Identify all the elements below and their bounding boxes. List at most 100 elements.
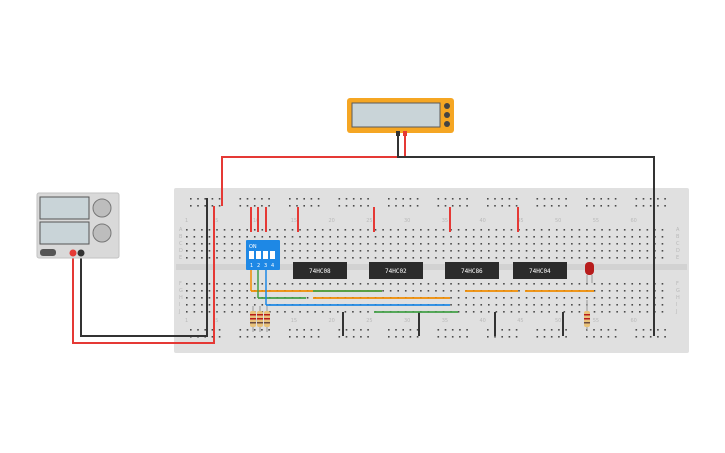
breadboard-hole[interactable] bbox=[388, 205, 390, 207]
breadboard-hole[interactable] bbox=[246, 329, 249, 331]
breadboard-hole[interactable] bbox=[593, 229, 596, 231]
breadboard-hole[interactable] bbox=[601, 257, 603, 259]
breadboard-hole[interactable] bbox=[435, 257, 437, 259]
breadboard-hole[interactable] bbox=[442, 257, 445, 259]
breadboard-hole[interactable] bbox=[435, 243, 437, 245]
breadboard-hole[interactable] bbox=[472, 250, 475, 252]
breadboard-hole[interactable] bbox=[503, 236, 505, 238]
breadboard-hole[interactable] bbox=[571, 229, 573, 231]
breadboard-hole[interactable] bbox=[450, 297, 452, 299]
breadboard-hole[interactable] bbox=[558, 329, 560, 331]
breadboard-hole[interactable] bbox=[412, 257, 415, 259]
breadboard-hole[interactable] bbox=[416, 205, 419, 207]
breadboard-hole[interactable] bbox=[216, 236, 218, 238]
breadboard-hole[interactable] bbox=[480, 311, 483, 313]
breadboard-hole[interactable] bbox=[565, 329, 567, 331]
breadboard-hole[interactable] bbox=[623, 290, 626, 292]
meter-red-wire[interactable] bbox=[221, 134, 406, 206]
breadboard-hole[interactable] bbox=[465, 304, 467, 306]
breadboard-hole[interactable] bbox=[193, 311, 196, 313]
breadboard-hole[interactable] bbox=[614, 336, 617, 338]
breadboard-hole[interactable] bbox=[442, 290, 445, 292]
breadboard-hole[interactable] bbox=[238, 243, 241, 245]
breadboard-hole[interactable] bbox=[367, 198, 369, 200]
breadboard-hole[interactable] bbox=[563, 304, 566, 306]
breadboard-hole[interactable] bbox=[515, 205, 518, 207]
breadboard-hole[interactable] bbox=[317, 205, 320, 207]
breadboard-hole[interactable] bbox=[510, 304, 513, 306]
breadboard-hole[interactable] bbox=[608, 236, 611, 238]
breadboard-hole[interactable] bbox=[367, 243, 369, 245]
breadboard-hole[interactable] bbox=[269, 311, 271, 313]
breadboard-hole[interactable] bbox=[631, 250, 634, 252]
breadboard-hole[interactable] bbox=[488, 250, 490, 252]
breadboard-hole[interactable] bbox=[374, 283, 377, 285]
breadboard-hole[interactable] bbox=[548, 311, 550, 313]
breadboard-hole[interactable] bbox=[487, 336, 489, 338]
breadboard-hole[interactable] bbox=[427, 250, 430, 252]
breadboard-hole[interactable] bbox=[193, 229, 196, 231]
breadboard-hole[interactable] bbox=[472, 229, 475, 231]
breadboard-hole[interactable] bbox=[450, 283, 452, 285]
breadboard-hole[interactable] bbox=[389, 290, 392, 292]
breadboard-hole[interactable] bbox=[291, 243, 294, 245]
breadboard-hole[interactable] bbox=[345, 205, 348, 207]
breadboard-hole[interactable] bbox=[329, 257, 332, 259]
breadboard-hole[interactable] bbox=[548, 257, 550, 259]
resistors[interactable] bbox=[250, 300, 590, 332]
breadboard-hole[interactable] bbox=[427, 243, 430, 245]
breadboard-hole[interactable] bbox=[646, 283, 649, 285]
meter-black-wire[interactable] bbox=[397, 134, 655, 336]
breadboard-hole[interactable] bbox=[563, 283, 566, 285]
breadboard-hole[interactable] bbox=[639, 250, 641, 252]
breadboard-hole[interactable] bbox=[495, 311, 498, 313]
breadboard-hole[interactable] bbox=[451, 336, 454, 338]
breadboard-hole[interactable] bbox=[397, 236, 399, 238]
breadboard-hole[interactable] bbox=[420, 243, 422, 245]
breadboard-hole[interactable] bbox=[571, 243, 573, 245]
breadboard-hole[interactable] bbox=[296, 198, 298, 200]
breadboard-hole[interactable] bbox=[563, 236, 566, 238]
breadboard-hole[interactable] bbox=[457, 290, 460, 292]
breadboard-hole[interactable] bbox=[442, 236, 445, 238]
breadboard-hole[interactable] bbox=[593, 257, 596, 259]
breadboard-hole[interactable] bbox=[404, 283, 407, 285]
breadboard-hole[interactable] bbox=[631, 311, 634, 313]
breadboard-hole[interactable] bbox=[631, 304, 634, 306]
breadboard-hole[interactable] bbox=[388, 336, 390, 338]
breadboard-hole[interactable] bbox=[201, 229, 203, 231]
breadboard-hole[interactable] bbox=[416, 329, 419, 331]
breadboard-hole[interactable] bbox=[661, 229, 664, 231]
breadboard-hole[interactable] bbox=[253, 283, 256, 285]
breadboard-hole[interactable] bbox=[631, 297, 634, 299]
breadboard-hole[interactable] bbox=[555, 236, 558, 238]
breadboard-hole[interactable] bbox=[303, 336, 305, 338]
breadboard-hole[interactable] bbox=[555, 229, 558, 231]
breadboard-hole[interactable] bbox=[223, 311, 226, 313]
breadboard-hole[interactable] bbox=[201, 283, 203, 285]
breadboard-hole[interactable] bbox=[382, 250, 384, 252]
breadboard-hole[interactable] bbox=[310, 205, 313, 207]
breadboard-hole[interactable] bbox=[550, 336, 553, 338]
breadboard-hole[interactable] bbox=[367, 311, 369, 313]
breadboard-hole[interactable] bbox=[231, 229, 233, 231]
breadboard-hole[interactable] bbox=[253, 336, 256, 338]
breadboard-hole[interactable] bbox=[601, 304, 603, 306]
breadboard-hole[interactable] bbox=[208, 290, 211, 292]
breadboard-hole[interactable] bbox=[338, 336, 341, 338]
breadboard-hole[interactable] bbox=[412, 290, 415, 292]
breadboard-hole[interactable] bbox=[635, 336, 638, 338]
breadboard-hole[interactable] bbox=[578, 304, 581, 306]
breadboard-hole[interactable] bbox=[548, 236, 550, 238]
breadboard-hole[interactable] bbox=[661, 236, 664, 238]
breadboard-hole[interactable] bbox=[543, 329, 546, 331]
breadboard-hole[interactable] bbox=[261, 205, 263, 207]
breadboard-hole[interactable] bbox=[518, 304, 520, 306]
breadboard-hole[interactable] bbox=[586, 236, 588, 238]
breadboard-hole[interactable] bbox=[201, 250, 203, 252]
breadboard-hole[interactable] bbox=[515, 329, 518, 331]
breadboard-hole[interactable] bbox=[465, 250, 467, 252]
breadboard-hole[interactable] bbox=[218, 336, 221, 338]
breadboard-hole[interactable] bbox=[338, 329, 341, 331]
breadboard-hole[interactable] bbox=[389, 257, 392, 259]
